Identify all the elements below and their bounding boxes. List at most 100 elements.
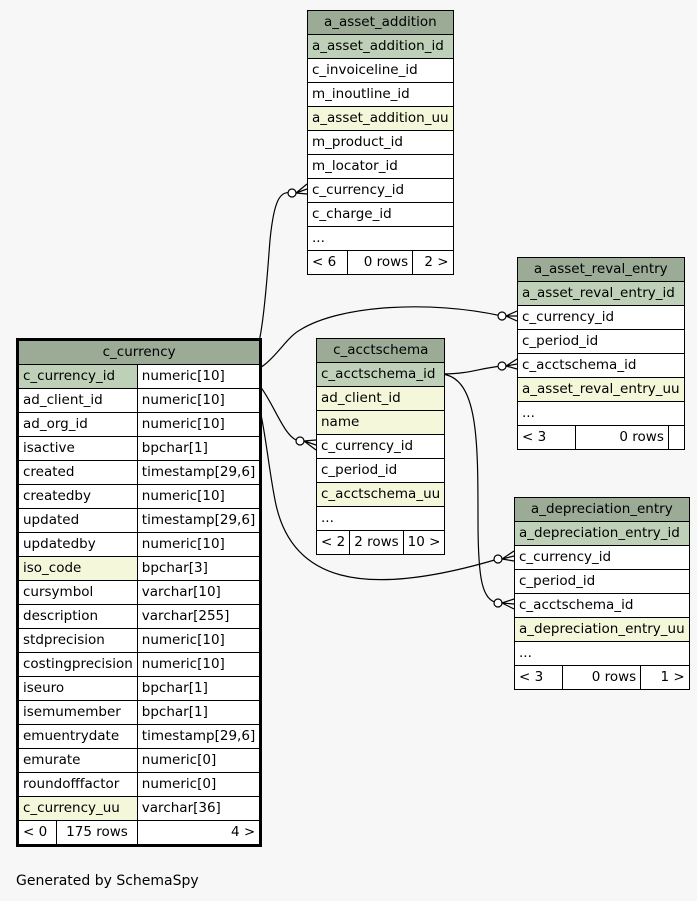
table-title[interactable]: c_currency	[16, 339, 262, 365]
column-name[interactable]: ...	[307, 226, 454, 251]
column-name[interactable]: c_invoiceline_id	[307, 58, 454, 83]
column-name[interactable]: ad_client_id	[17, 388, 138, 413]
column-name[interactable]: stdprecision	[17, 628, 138, 653]
column-type: bpchar[1]	[136, 700, 262, 725]
column-type: numeric[0]	[136, 772, 262, 797]
column-row: a_depreciation_entry_uu	[514, 617, 690, 642]
column-name[interactable]: isemumember	[17, 700, 138, 725]
column-name[interactable]: a_asset_reval_entry_uu	[517, 377, 685, 402]
column-name[interactable]: description	[17, 604, 138, 629]
column-name[interactable]: c_currency_id	[514, 545, 690, 570]
column-type: varchar[36]	[136, 796, 262, 821]
table-title[interactable]: a_asset_addition	[307, 10, 454, 35]
column-name[interactable]: ...	[315, 506, 446, 531]
optional-marker	[295, 436, 305, 446]
column-name[interactable]: createdby	[17, 484, 138, 509]
column-name[interactable]: c_currency_id	[17, 364, 138, 389]
column-row: m_locator_id	[307, 154, 454, 179]
column-name[interactable]: roundofffactor	[17, 772, 138, 797]
column-name[interactable]: emuentrydate	[17, 724, 138, 749]
column-row: ...	[315, 506, 446, 531]
parents-count[interactable]: < 2	[315, 530, 351, 555]
column-name[interactable]: c_charge_id	[307, 202, 454, 227]
column-type: timestamp[29,6]	[136, 508, 262, 533]
column-name[interactable]: m_locator_id	[307, 154, 454, 179]
column-name[interactable]: iso_code	[17, 556, 138, 581]
generated-by-note: Generated by SchemaSpy	[16, 873, 199, 889]
column-name[interactable]: c_period_id	[517, 329, 685, 354]
table-title[interactable]: c_acctschema	[315, 338, 446, 363]
column-name[interactable]: c_period_id	[315, 458, 446, 483]
column-name[interactable]: ad_org_id	[17, 412, 138, 437]
parents-count[interactable]: < 3	[513, 665, 564, 690]
crow-foot-marker	[501, 598, 515, 610]
crow-foot-marker	[501, 550, 515, 562]
table-title[interactable]: a_depreciation_entry	[514, 497, 690, 522]
column-name[interactable]: name	[315, 410, 446, 435]
column-row: c_currency_id	[315, 434, 446, 459]
column-row: ...	[514, 641, 690, 666]
children-count[interactable]: 4 >	[136, 820, 262, 846]
column-name[interactable]: updated	[17, 508, 138, 533]
column-name[interactable]: c_currency_id	[517, 305, 685, 330]
column-name[interactable]: ad_client_id	[315, 386, 446, 411]
column-name[interactable]: c_acctschema_id	[514, 593, 690, 618]
column-name[interactable]: c_acctschema_uu	[315, 482, 446, 507]
column-name[interactable]: c_currency_uu	[17, 796, 138, 821]
column-row: c_currency_id	[307, 178, 454, 203]
column-name[interactable]: c_currency_id	[315, 434, 446, 459]
parents-count[interactable]: < 6	[306, 250, 349, 275]
column-name[interactable]: ...	[517, 401, 685, 426]
parents-count[interactable]: < 0	[16, 820, 58, 846]
column-name[interactable]: c_period_id	[514, 569, 690, 594]
relationship-edge	[241, 306, 518, 375]
column-name[interactable]: cursymbol	[17, 580, 138, 605]
column-name[interactable]: a_depreciation_entry_uu	[514, 617, 690, 642]
children-count[interactable]: 2 >	[412, 250, 454, 275]
optional-marker	[497, 311, 507, 321]
column-name[interactable]: c_acctschema_id	[315, 362, 446, 387]
children-count[interactable]: 10 >	[402, 530, 446, 555]
column-row: c_period_id	[315, 458, 446, 483]
column-type: numeric[10]	[136, 484, 262, 509]
column-name[interactable]: a_asset_addition_uu	[307, 106, 454, 131]
column-name[interactable]: emurate	[17, 748, 138, 773]
column-name[interactable]: m_inoutline_id	[307, 82, 454, 107]
column-name[interactable]: c_acctschema_id	[517, 353, 685, 378]
column-row: c_charge_id	[307, 202, 454, 227]
column-row: a_asset_addition_id	[307, 34, 454, 59]
column-row: a_asset_addition_uu	[307, 106, 454, 131]
column-name[interactable]: ...	[514, 641, 690, 666]
column-name[interactable]: updatedby	[17, 532, 138, 557]
parents-count[interactable]: < 3	[517, 425, 576, 450]
table-title[interactable]: a_asset_reval_entry	[517, 257, 685, 282]
column-type: bpchar[1]	[136, 676, 262, 701]
column-type: numeric[10]	[136, 532, 262, 557]
column-name[interactable]: created	[17, 460, 138, 485]
column-name[interactable]: costingprecision	[17, 652, 138, 677]
column-row: a_asset_reval_entry_id	[517, 281, 685, 306]
column-name[interactable]: m_product_id	[307, 130, 454, 155]
crow-foot-marker	[505, 310, 518, 322]
column-name[interactable]: iseuro	[17, 676, 138, 701]
column-type: numeric[10]	[136, 388, 262, 413]
children-count[interactable]	[667, 425, 685, 450]
column-name[interactable]: isactive	[17, 436, 138, 461]
column-name[interactable]: a_asset_addition_id	[307, 34, 454, 59]
row-count: 0 rows	[347, 250, 414, 275]
column-name[interactable]: a_asset_reval_entry_id	[517, 281, 685, 306]
children-count[interactable]: 1 >	[640, 665, 690, 690]
column-name[interactable]: a_depreciation_entry_id	[514, 521, 690, 546]
column-name[interactable]: c_currency_id	[307, 178, 454, 203]
